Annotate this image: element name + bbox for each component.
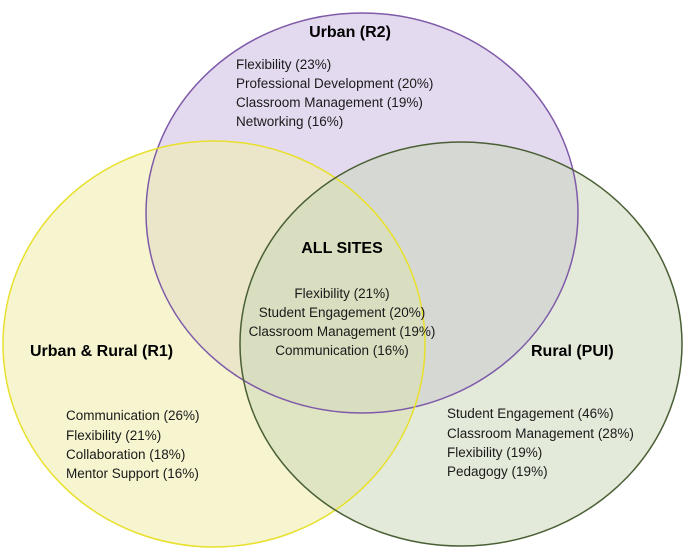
urban-rural-label: Urban & Rural (R1) bbox=[30, 343, 173, 360]
urban-rural-item: Mentor Support (16%) bbox=[66, 466, 199, 481]
rural-item: Student Engagement (46%) bbox=[447, 406, 614, 421]
all-sites-label: ALL SITES bbox=[301, 240, 383, 257]
rural-item: Classroom Management (28%) bbox=[447, 426, 634, 441]
urban-rural-item: Flexibility (21%) bbox=[66, 428, 161, 443]
rural-circle-outline bbox=[239, 141, 683, 547]
rural-item: Flexibility (19%) bbox=[447, 445, 542, 460]
urban-label: Urban (R2) bbox=[309, 24, 391, 41]
all-sites-item: Flexibility (21%) bbox=[294, 286, 389, 301]
urban-rural-item: Communication (26%) bbox=[66, 408, 200, 423]
urban-item: Classroom Management (19%) bbox=[236, 95, 423, 110]
urban-item: Networking (16%) bbox=[236, 114, 343, 129]
all-sites-item: Communication (16%) bbox=[275, 343, 409, 358]
urban-item: Professional Development (20%) bbox=[236, 76, 433, 91]
urban-rural-circle-outline bbox=[2, 140, 426, 548]
urban-rural-item: Collaboration (18%) bbox=[66, 447, 185, 462]
all-sites-item: Student Engagement (20%) bbox=[259, 305, 426, 320]
all-sites-item: Classroom Management (19%) bbox=[249, 324, 436, 339]
rural-label: Rural (PUI) bbox=[531, 343, 614, 360]
rural-item: Pedagogy (19%) bbox=[447, 464, 548, 479]
rural-circle bbox=[240, 142, 682, 546]
urban-item: Flexibility (23%) bbox=[236, 57, 331, 72]
urban-circle-outline bbox=[145, 12, 579, 414]
